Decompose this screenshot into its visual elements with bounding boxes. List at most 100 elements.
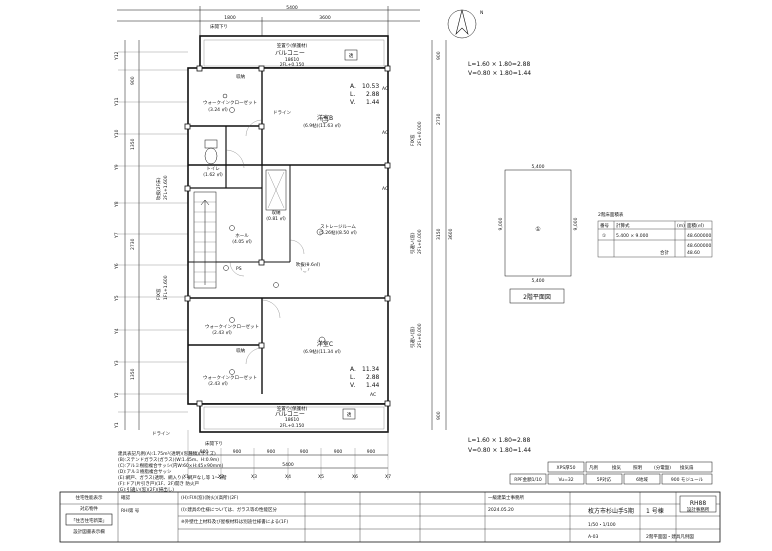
key-plan-dim-left: 9,000 xyxy=(498,217,504,230)
note-3: (C):アルミ樹脂複合サッシ(内W:60×H:45×90mm) xyxy=(118,462,223,469)
tb-approval-label: 確認 xyxy=(121,494,130,501)
bottom-dimension-lines: 900 900 900 900 900 900 5400 X1 X2 X3 X4… xyxy=(152,430,391,480)
left-dim-1: 900 xyxy=(130,76,136,85)
area-th-2: 計算式 xyxy=(616,222,630,229)
valB-L: 2.88 xyxy=(366,91,380,98)
note-5: (E):網戸、ガラス(透明、網入り)、網戸なし等 1〜2階 xyxy=(118,474,227,481)
left-dim-2: 1350 xyxy=(130,138,136,150)
grid-y11: Y11 xyxy=(114,97,120,107)
bottom-dim-6: 900 xyxy=(367,449,376,455)
area-th-1: 番号 xyxy=(600,222,609,229)
tb-drawing-title: 2階平面図・建具凡例図 xyxy=(646,533,694,540)
bottom-dim-1: 900 xyxy=(200,449,209,455)
right-dim-2: 3150 xyxy=(436,228,442,240)
walkin3-name: ウォークインクローゼット xyxy=(203,374,257,381)
bedroomB-name: 洋室B xyxy=(317,114,333,122)
bedroomC-area: (6.9帖)(11.34 ㎡) xyxy=(303,348,341,355)
legend-sym4: (分電盤) xyxy=(654,464,671,471)
grid-y4: Y4 xyxy=(114,328,120,335)
legend-sym2: 換気 xyxy=(612,464,621,471)
right-note-3: 引違い(窓) xyxy=(409,232,416,254)
shiire-label-2: 収納 xyxy=(236,347,245,354)
grid-y7: Y7 xyxy=(114,232,120,239)
bottom-dim-2: 900 xyxy=(233,449,242,455)
storage-room-name: ストレージルーム xyxy=(320,224,356,230)
light-markers xyxy=(222,93,329,375)
legend-l3: 5P対応 xyxy=(597,476,612,483)
top-dim-2: 3600 xyxy=(319,15,331,21)
area-r1-c4: 48.600000 xyxy=(687,233,711,239)
grid-y1: Y1 xyxy=(114,422,120,429)
area-r1-c1: ① xyxy=(602,233,606,239)
grid-y5: Y5 xyxy=(114,295,120,302)
hall-area: (4.05 ㎡) xyxy=(232,238,252,245)
tb-designer: 一級建築士事務所 xyxy=(488,494,524,501)
tb-project-sub: 設計図書表示欄 xyxy=(73,528,105,535)
balcony-bottom-note1: 笠置り(保護材) xyxy=(277,405,308,412)
storage-name: 収納 xyxy=(272,209,281,216)
grid-y2: Y2 xyxy=(114,392,120,399)
ac-label-3: AC xyxy=(382,186,388,192)
key-plan: 5,400 9,000 5,400 9,000 ① 2階平面図 xyxy=(498,164,579,304)
balcony-bottom-outline xyxy=(199,403,389,433)
ac-label-1: AC xyxy=(382,86,388,92)
note-4: (D):アルミ樹脂複合サッシ xyxy=(118,468,172,475)
bedroomC-name: 洋室C xyxy=(317,340,333,348)
left-dimension-lines: Y12 Y11 Y10 Y9 Y8 Y7 Y6 Y5 Y4 Y3 Y2 Y1 9… xyxy=(114,40,188,430)
legend-l4: 6地域 xyxy=(636,476,648,483)
tb-sheet: A-03 xyxy=(588,534,598,540)
door-swings xyxy=(225,119,305,365)
right-dim-5: 900 xyxy=(436,411,442,420)
area-total-label: 合計 xyxy=(660,249,669,256)
balcony-top-name: バルコニー xyxy=(275,50,305,57)
storage-closet-hatch xyxy=(265,169,287,211)
grid-x1: X1 xyxy=(183,474,189,480)
legend-sym5: 換気扇 xyxy=(680,464,694,471)
valB-V: 1.44 xyxy=(366,99,380,106)
bottom-kaidan-label: 床開下り xyxy=(205,440,223,447)
legend-r1: RPF金額1/10 xyxy=(514,476,542,483)
top-total-dim: 5400 xyxy=(286,5,298,11)
right-dim-3: 3600 xyxy=(448,228,454,240)
room-labels: バルコニー 笠置り(保護材) 18610 2FL+0.150 透 ウォークインク… xyxy=(203,42,358,429)
key-plan-marker: ① xyxy=(535,226,540,233)
right-note-2: 2FL+0.000 xyxy=(417,121,423,146)
storage-area: (0.81 ㎡) xyxy=(266,215,286,222)
valC-L: 2.88 xyxy=(366,374,380,381)
note-1: 建具表記凡例(A):1.75m²(透明)(窓種類)(サイズ) xyxy=(118,450,216,457)
grid-x5: X5 xyxy=(318,474,324,480)
columns xyxy=(184,65,391,407)
window-values-C: A. 11.34 L. 2.88 V. 1.44 AC xyxy=(350,366,380,398)
key-plan-dim-right: 9,000 xyxy=(573,217,579,230)
balcony-top-area: 18610 xyxy=(285,57,299,63)
right-note-5: 引違い(窓) xyxy=(409,326,416,348)
tb-stamp-1: RH88 xyxy=(690,500,706,507)
area-table: 2階床面積表 番号 計算式 (m) 面積(㎡) ① 5.400 × 9.000 … xyxy=(597,211,713,258)
toilet-name: トイレ xyxy=(206,167,220,172)
walkin3-area: (2.43 ㎡) xyxy=(208,380,228,387)
valB-A-key: A. xyxy=(350,83,356,90)
right-dim-1: 2730 xyxy=(436,113,442,125)
tb-building-name: 枚方市杉山手5期 xyxy=(588,507,634,515)
tb-stamp-2: 設計事務所 xyxy=(687,506,710,513)
north-arrow: N xyxy=(447,9,483,39)
valC-V: 1.44 xyxy=(366,382,380,389)
toilet-area: (1.62 ㎡) xyxy=(203,171,223,178)
legend-l1: XPS厚50 xyxy=(557,465,576,471)
formulas: L=1.60 × 1.80=2.88 V=0.80 × 1.80=1.44 L=… xyxy=(468,61,531,454)
valC-A-key: A. xyxy=(350,366,356,373)
tb-note-3: ※外壁仕上材料及び屋根材料は別途仕様書による(1F) xyxy=(181,518,288,525)
area-total-value: 48.60 xyxy=(687,250,700,256)
grid-x7: X7 xyxy=(385,474,391,480)
key-plan-rect xyxy=(504,169,572,277)
right-dim-4: 900 xyxy=(436,51,442,60)
valC-A: 11.34 xyxy=(362,366,379,373)
toilet-fixture xyxy=(204,139,218,165)
left-note-1: 吹抜(2F床) xyxy=(155,177,162,200)
pipe-label: PS xyxy=(236,266,242,272)
grid-y10: Y10 xyxy=(114,129,120,139)
valB-L-key: L. xyxy=(350,91,355,98)
balcony-bottom-area: 18610 xyxy=(285,417,299,423)
tb-company1: 住宅性能表示 xyxy=(76,494,103,501)
